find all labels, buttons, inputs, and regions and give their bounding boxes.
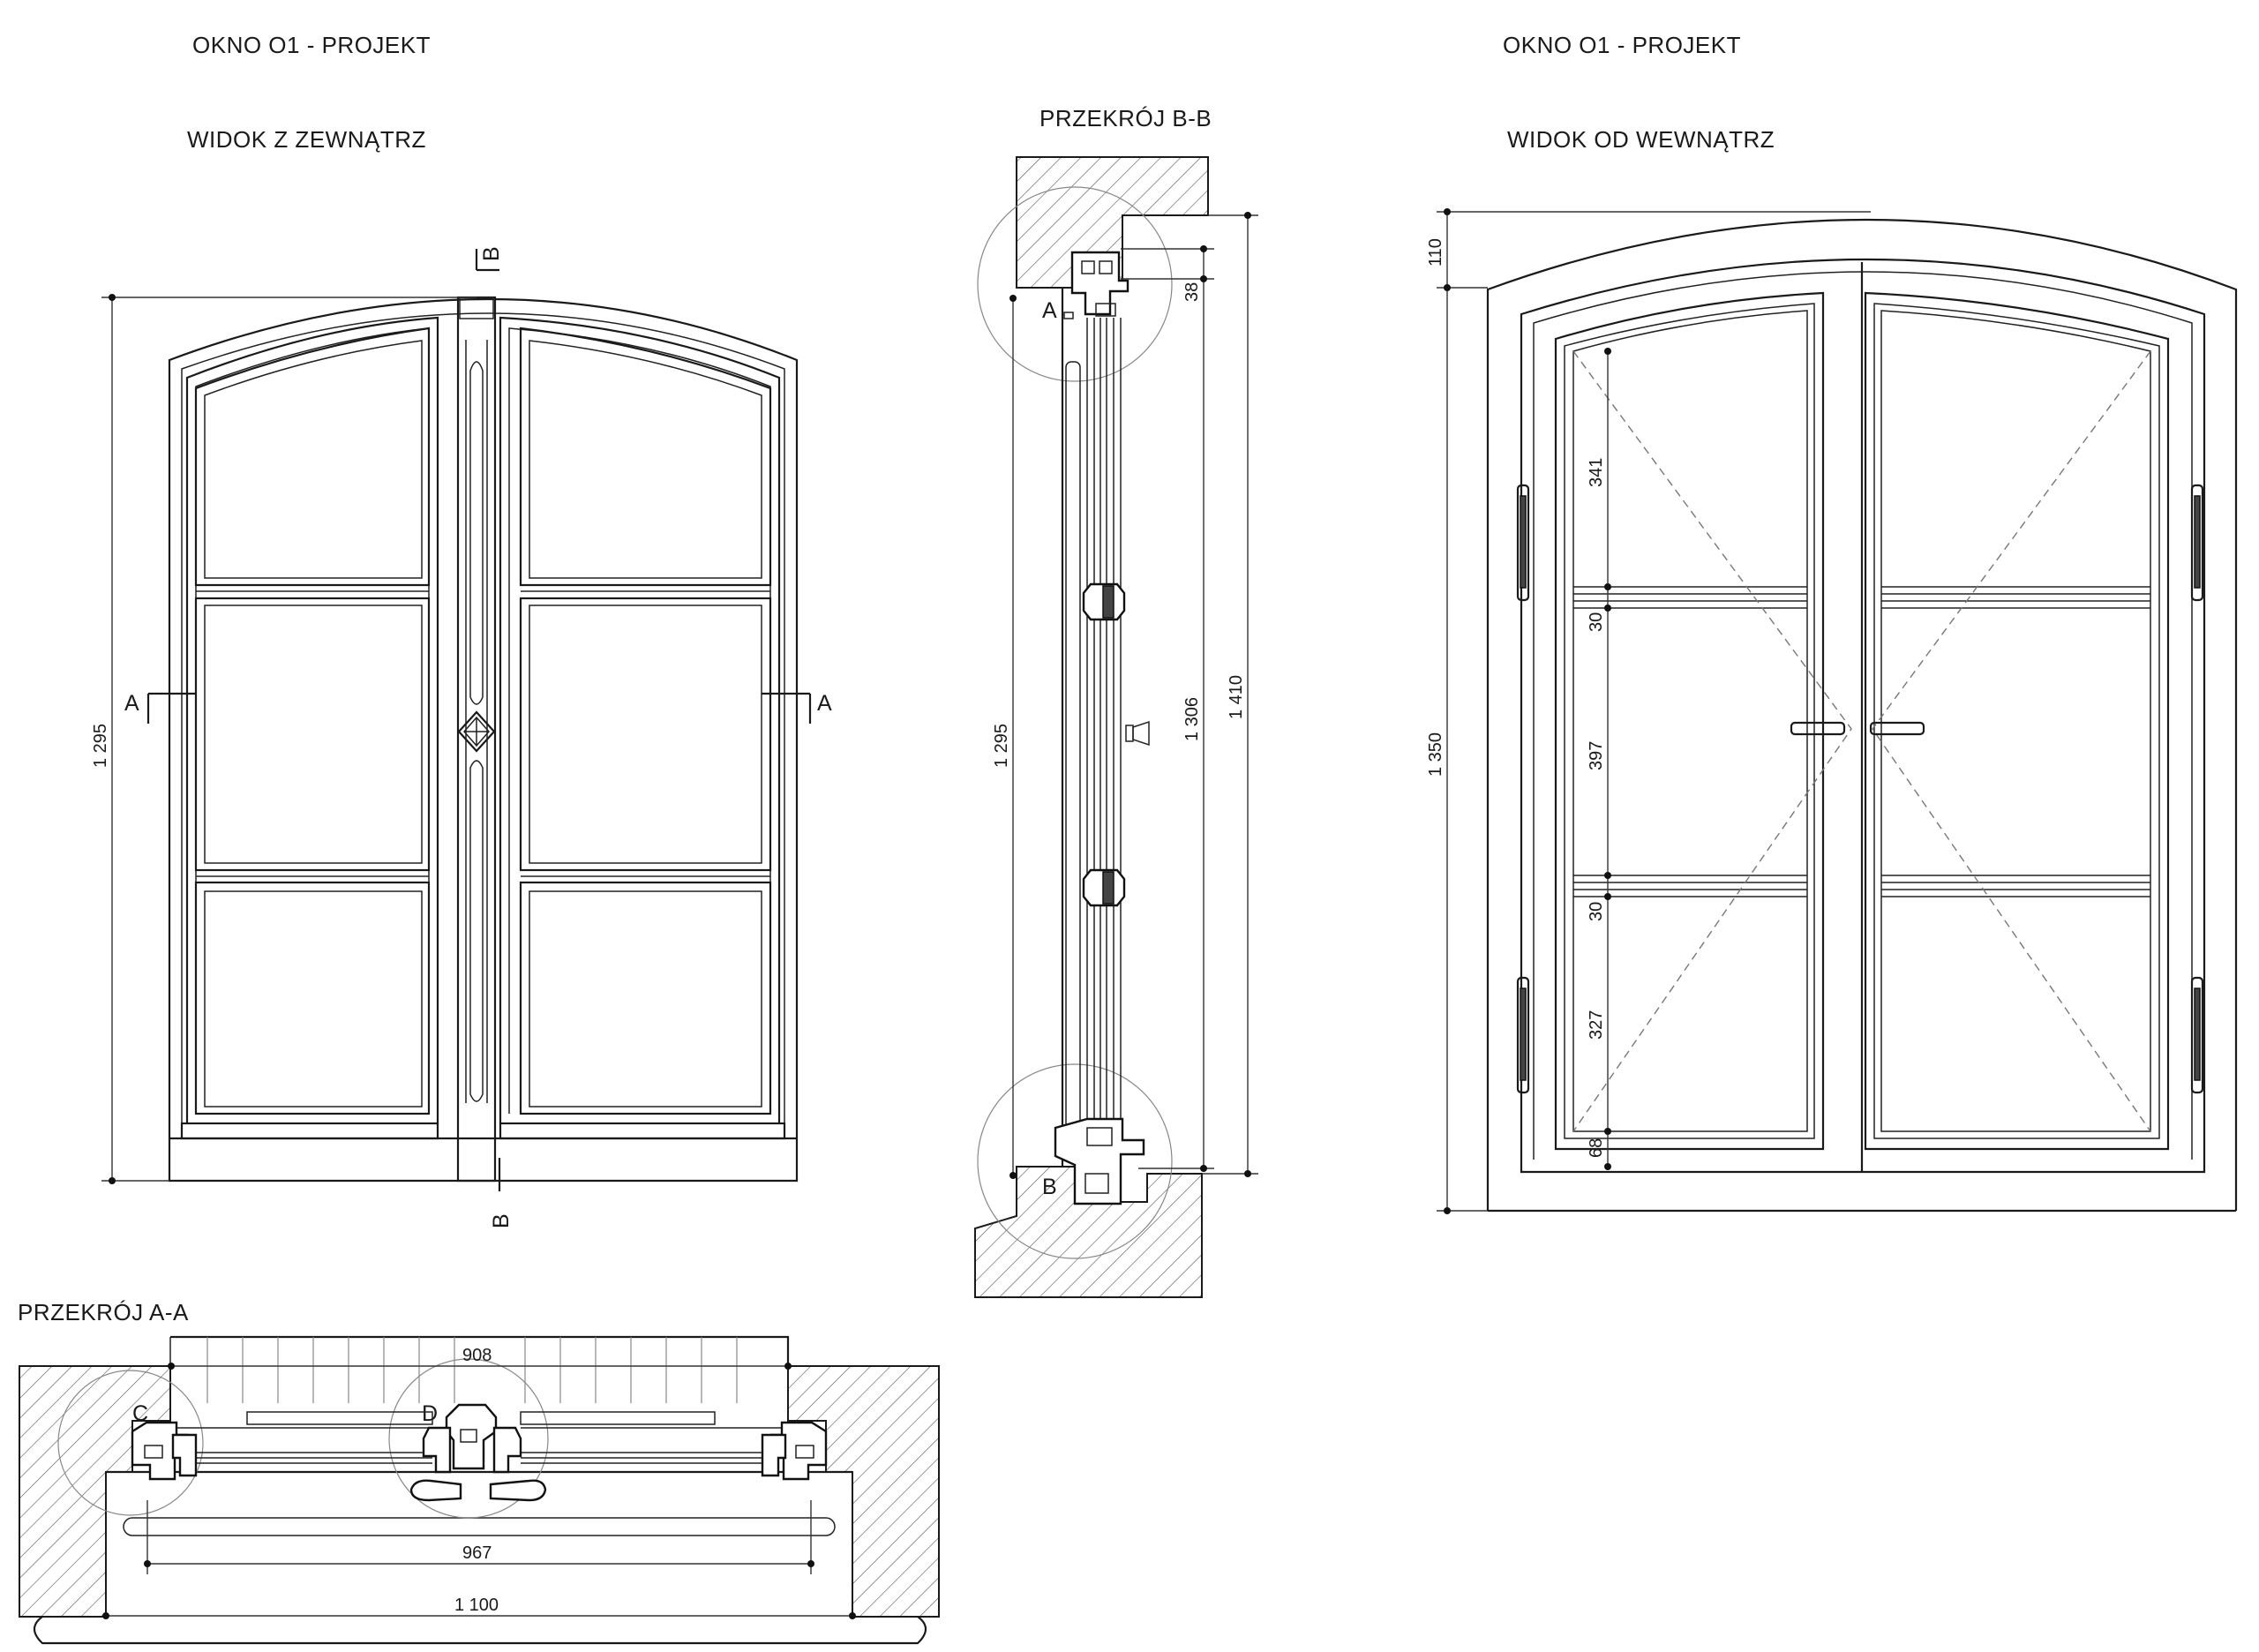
left-sheet-heading: OKNO O1 - PROJEKT: [192, 32, 431, 58]
section-aa-marker-d: D: [422, 1401, 438, 1426]
interior-dim-30-lower: 30: [1587, 902, 1606, 921]
interior-view: WIDOK OD WEWNĄTRZ: [1426, 126, 2238, 1214]
section-bb-dim-38: 38: [1182, 282, 1202, 302]
interior-dim-397: 397: [1587, 741, 1606, 770]
interior-dim-110: 110: [1426, 238, 1445, 267]
right-sheet-heading: OKNO O1 - PROJEKT: [1503, 32, 1741, 58]
section-mark-a-right: A: [817, 691, 832, 716]
section-mark-a-left: A: [124, 691, 139, 716]
section-bb-marker-b: B: [1042, 1175, 1057, 1199]
section-aa-marker-c: C: [132, 1401, 148, 1426]
exterior-view: WIDOK Z ZEWNĄTRZ: [91, 126, 832, 1228]
section-bb-dim-1295: 1 295: [992, 724, 1011, 768]
interior-dim-68: 68: [1587, 1138, 1606, 1158]
section-aa-dim-908: 908: [462, 1346, 492, 1365]
interior-view-title: WIDOK OD WEWNĄTRZ: [1507, 126, 1775, 153]
interior-dim-327: 327: [1587, 1010, 1606, 1040]
exterior-view-title: WIDOK Z ZEWNĄTRZ: [187, 126, 426, 153]
section-mark-b-bottom: B: [489, 1213, 514, 1228]
section-bb-title: PRZEKRÓJ B-B: [1039, 105, 1212, 131]
section-mark-b-top: B: [479, 246, 504, 261]
exterior-height-dim: 1 295: [91, 724, 110, 768]
section-aa-title: PRZEKRÓJ A-A: [18, 1299, 189, 1325]
section-bb-dim-1410: 1 410: [1227, 675, 1246, 719]
interior-dim-341: 341: [1587, 458, 1606, 487]
interior-dim-30-upper: 30: [1587, 612, 1606, 632]
interior-dim-1350: 1 350: [1426, 732, 1445, 777]
section-bb-dim-1306: 1 306: [1182, 697, 1202, 741]
section-bb-view: PRZEKRÓJ B-B A B: [974, 105, 1258, 1298]
section-aa-dim-1100: 1 100: [454, 1596, 499, 1615]
section-aa-dim-967: 967: [462, 1543, 492, 1563]
section-bb-marker-a: A: [1042, 298, 1057, 323]
section-aa-view: PRZEKRÓJ A-A C D: [18, 1299, 940, 1645]
